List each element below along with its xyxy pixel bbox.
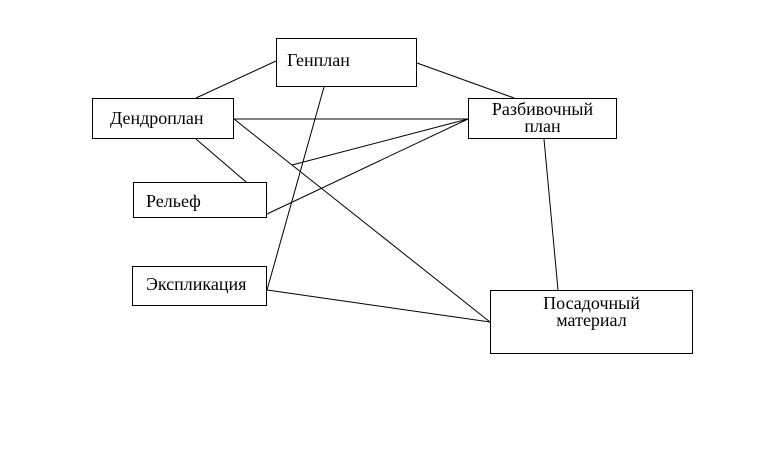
edge-explik-posad xyxy=(266,289,491,323)
node-relief: Рельеф xyxy=(133,182,267,218)
node-razbiv: Разбивочный план xyxy=(468,98,617,139)
node-genplan: Генплан xyxy=(276,38,417,87)
node-posad: Посадочный материал xyxy=(490,290,693,354)
node-explik: Экспликация xyxy=(132,266,267,306)
edge-genplan-razbiv xyxy=(416,62,515,99)
node-relief-label: Рельеф xyxy=(146,191,201,211)
edge-razbiv-relief xyxy=(266,118,469,215)
edge-genplan-dendroplan xyxy=(195,60,277,99)
node-genplan-label: Генплан xyxy=(287,50,350,70)
edge-razbiv-posad xyxy=(543,138,559,291)
node-posad-label-line2: материал xyxy=(556,310,627,330)
node-razbiv-label-line1: Разбивочный xyxy=(491,99,594,119)
node-explik-label: Экспликация xyxy=(146,274,247,294)
node-posad-label-line1: Посадочный xyxy=(543,293,640,313)
edge-genplan-explik xyxy=(266,86,325,291)
node-dendroplan-label: Дендроплан xyxy=(110,108,204,128)
node-dendroplan: Дендроплан xyxy=(92,98,234,139)
edge-razbiv-relief-2 xyxy=(291,118,469,166)
edge-dendroplan-posad xyxy=(233,118,491,323)
node-razbiv-label-line2: план xyxy=(524,116,561,136)
